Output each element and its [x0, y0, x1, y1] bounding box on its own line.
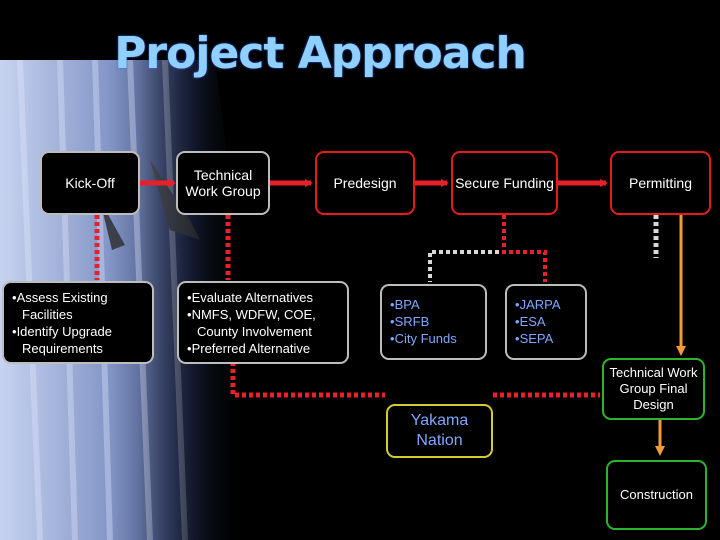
- list-item: JARPA: [515, 296, 577, 313]
- step-permitting: Permitting: [610, 151, 711, 215]
- list-item: NMFS, WDFW, COE, County Involvement: [187, 306, 339, 340]
- step-predesign: Predesign: [315, 151, 415, 215]
- step-kickoff: Kick-Off: [40, 151, 140, 215]
- list-permitting: JARPA ESA SEPA: [505, 284, 587, 360]
- step-yakama-nation: Yakama Nation: [386, 404, 493, 458]
- list-item: BPA: [390, 296, 477, 313]
- list-item: Assess Existing Facilities: [12, 289, 144, 323]
- list-item: Preferred Alternative: [187, 340, 339, 357]
- list-item: City Funds: [390, 330, 477, 347]
- list-item: SRFB: [390, 313, 477, 330]
- list-item: Identify Upgrade Requirements: [12, 323, 144, 357]
- dotted-twg-to-final: [230, 362, 385, 398]
- dotted-funding-left: [428, 215, 506, 282]
- list-item: Evaluate Alternatives: [187, 289, 339, 306]
- list-technical-work-group: Evaluate Alternatives NMFS, WDFW, COE, C…: [177, 281, 349, 364]
- list-kickoff: Assess Existing Facilities Identify Upgr…: [2, 281, 154, 364]
- list-item: SEPA: [515, 330, 577, 347]
- dotted-funding-right: [502, 215, 547, 282]
- page-title: Project Approach: [114, 28, 527, 79]
- step-secure-funding: Secure Funding: [451, 151, 558, 215]
- list-item: ESA: [515, 313, 577, 330]
- step-technical-work-group: Technical Work Group: [176, 151, 270, 215]
- list-funding: BPA SRFB City Funds: [380, 284, 487, 360]
- step-construction: Construction: [606, 460, 707, 530]
- step-final-design: Technical Work Group Final Design: [602, 358, 705, 420]
